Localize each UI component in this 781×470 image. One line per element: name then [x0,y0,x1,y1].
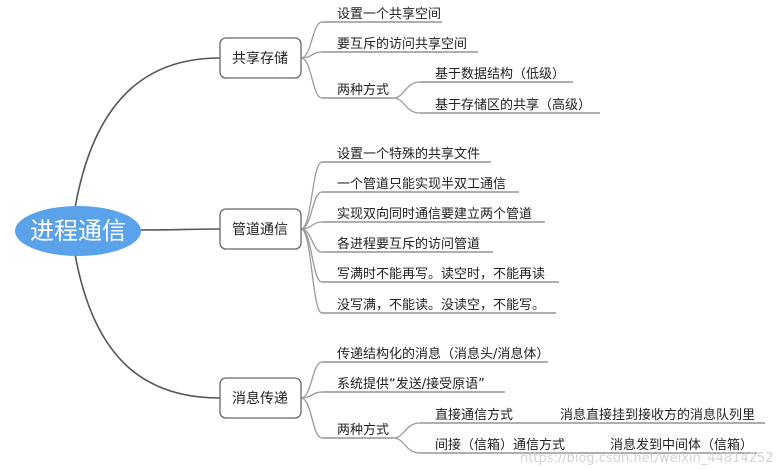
leaf-item[interactable]: 直接通信方式 [435,407,513,423]
leaf-item[interactable]: 设置一个共享空间 [337,6,441,22]
connector-root-to-message [74,253,221,399]
connectors-shared-storage [300,21,600,114]
connector-root-to-pipe [139,228,221,231]
root-ellipse [15,206,141,256]
branch-label: 管道通信 [232,222,288,238]
leaf-item[interactable]: 基于数据结构（低级） [435,67,565,82]
leaf-item[interactable]: 两种方式 [337,82,389,98]
branch-message[interactable]: 消息传递 [219,377,302,419]
branch-label: 消息传递 [232,390,288,407]
leaf-item[interactable]: 各进程要互斥的访问管道 [337,236,480,252]
leaf-item[interactable]: 两种方式 [337,422,389,438]
leaf-item[interactable]: 基于存储区的共享（高级） [435,97,591,113]
leaf-item[interactable]: 设置一个特殊的共享文件 [337,146,480,162]
connectors-pipe [300,161,559,314]
leaf-item[interactable]: 传递结构化的消息（消息头/消息体） [337,346,549,362]
branch-label: 共享存储 [232,50,288,67]
leaf-item[interactable]: 系统提供“发送/接受原语” [337,376,485,392]
watermark: https://blog.csdn.net/weixin_44814252 [520,451,774,466]
branch-pipe[interactable]: 管道通信 [219,208,302,250]
leaf-item[interactable]: 要互斥的访问共享空间 [337,36,467,52]
branch-shared-storage[interactable]: 共享存储 [219,37,302,79]
leaf-item[interactable]: 间接（信箱）通信方式 [435,437,565,453]
root-label: 进程通信 [30,217,126,245]
connectors-message [300,361,765,454]
leaf-item[interactable]: 没写满，不能读。没读空，不能写。 [337,298,545,313]
connector-root-to-shared-storage [74,57,221,209]
leaf-item[interactable]: 实现双向同时通信要建立两个管道 [337,206,532,222]
leaf-item[interactable]: 一个管道只能实现半双工通信 [337,177,506,192]
leaf-item[interactable]: 消息直接挂到接收方的消息队列里 [560,407,755,423]
root-node[interactable]: 进程通信 [15,206,141,256]
leaf-item[interactable]: 写满时不能再写。读空时，不能再读 [337,267,545,282]
leaf-item[interactable]: 消息发到中间体（信箱） [610,437,753,453]
